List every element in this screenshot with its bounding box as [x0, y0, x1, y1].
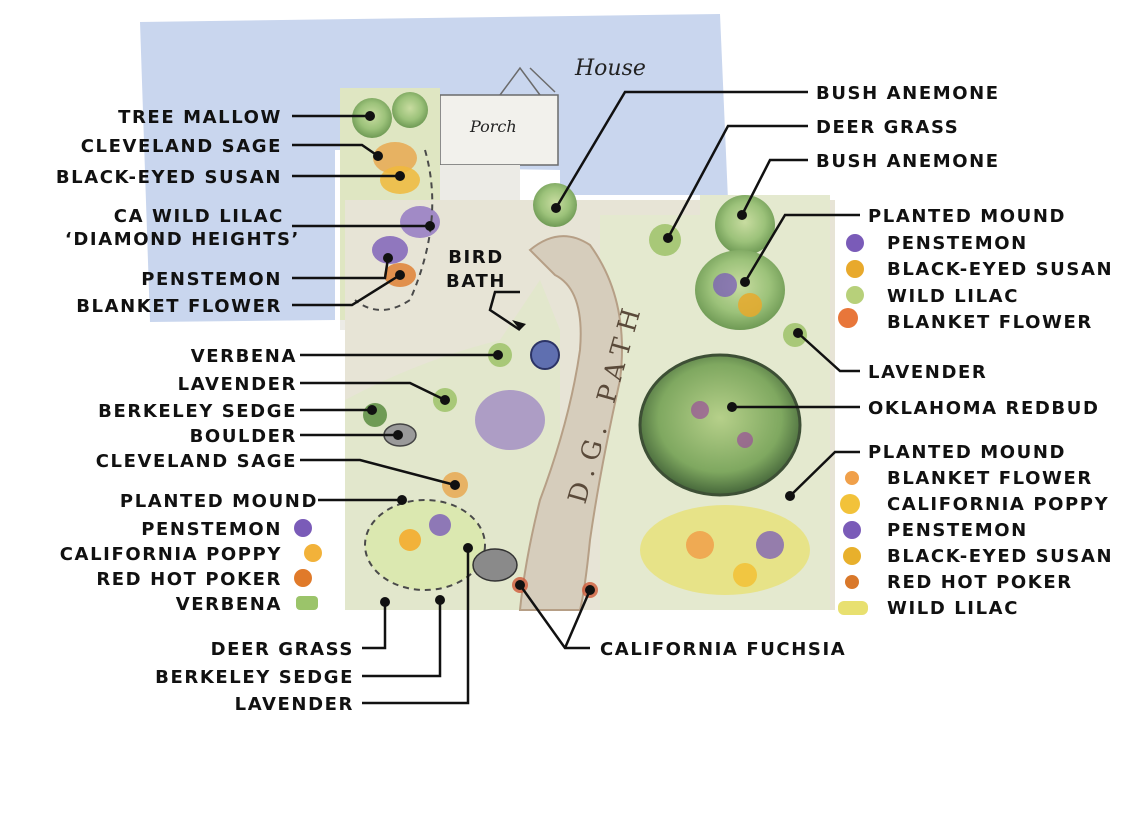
label-cleveland-sage-left: CLEVELAND SAGE: [96, 451, 297, 472]
legend-right-top-item: BLANKET FLOWER: [887, 312, 1093, 333]
leader-lines: [292, 90, 860, 705]
label-deer-grass-bottom: DEER GRASS: [211, 639, 354, 660]
label-lavender-left: LAVENDER: [178, 374, 297, 395]
legend-left-item: PENSTEMON: [141, 519, 282, 540]
wild-lilac-swatch-icon: [846, 286, 864, 304]
bird-bath-arrow: [512, 320, 526, 330]
label-verbena: VERBENA: [191, 346, 297, 367]
mound-penstemon: [713, 273, 737, 297]
blanket-flower-swatch-icon: [845, 471, 859, 485]
label-california-fuchsia: CALIFORNIA FUCHSIA: [600, 639, 846, 660]
planted-mound-left: [364, 499, 486, 591]
wild-lilac-swatch-icon: [838, 601, 868, 615]
label-black-eyed-susan-top: BLACK-EYED SUSAN: [56, 167, 282, 188]
label-boulder: BOULDER: [190, 426, 297, 447]
penstemon-swatch-icon: [846, 234, 864, 252]
porch-roof: [499, 66, 556, 96]
legend-left-item: VERBENA: [176, 594, 282, 615]
legend-right-top-item: WILD LILAC: [887, 286, 1019, 307]
black-eyed-susan-swatch-icon: [846, 260, 864, 278]
legend-right-top-item: BLACK-EYED SUSAN: [887, 259, 1113, 280]
oklahoma-redbud-tree: [638, 353, 802, 497]
house-background: [140, 14, 728, 322]
label-lavender-right: LAVENDER: [868, 362, 987, 383]
legend-right-bottom-item: CALIFORNIA POPPY: [887, 494, 1109, 515]
house-label: House: [574, 56, 646, 81]
label-bush-anemone-1: BUSH ANEMONE: [816, 83, 1000, 104]
mound-poppy: [733, 563, 757, 587]
mound-blanket-flower: [686, 531, 714, 559]
legend-right-bottom-item: WILD LILAC: [887, 598, 1019, 619]
penstemon-plant: [372, 236, 408, 264]
label-planted-mound-right-bottom: PLANTED MOUND: [868, 442, 1066, 463]
label-bird-bath-2: BATH: [446, 271, 506, 292]
bush-anemone-plant-2: [715, 195, 775, 255]
legend-right-bottom-item: PENSTEMON: [887, 520, 1028, 541]
tree-mallow-plant-2: [392, 92, 428, 128]
penstemon-swatch-icon: [294, 519, 312, 537]
label-deer-grass-right: DEER GRASS: [816, 117, 959, 138]
blanket-flower-swatch-icon: [838, 308, 858, 328]
mound-susan: [738, 293, 762, 317]
mound-penstemon-2: [756, 531, 784, 559]
penstemon-swatch-icon: [843, 521, 861, 539]
boulder-rock-2: [472, 548, 518, 582]
leader-dots: [365, 111, 803, 607]
label-diamond-heights: ‘DIAMOND HEIGHTS’: [65, 229, 300, 250]
legend-right-bottom-item: BLANKET FLOWER: [887, 468, 1093, 489]
label-planted-mound-right-top: PLANTED MOUND: [868, 206, 1066, 227]
legend-left-item: RED HOT POKER: [96, 569, 282, 590]
redbud-blossom-2: [737, 432, 753, 448]
label-ca-wild-lilac: CA WILD LILAC: [114, 206, 284, 227]
label-bird-bath-1: BIRD: [448, 247, 504, 268]
red-hot-poker-swatch-icon: [845, 575, 859, 589]
label-planted-mound-left: PLANTED MOUND: [120, 491, 318, 512]
red-hot-poker-swatch-icon: [294, 569, 312, 587]
legend-right-bottom: BLANKET FLOWER CALIFORNIA POPPY PENSTEMO…: [838, 468, 1113, 619]
label-oklahoma-redbud: OKLAHOMA REDBUD: [868, 398, 1100, 419]
left-shrub-cluster: [475, 390, 545, 450]
legend-right-bottom-item: RED HOT POKER: [887, 572, 1073, 593]
label-tree-mallow: TREE MALLOW: [118, 107, 282, 128]
label-berkeley-sedge-left: BERKELEY SEDGE: [98, 401, 297, 422]
bird-bath: [530, 340, 560, 370]
label-penstemon-top: PENSTEMON: [141, 269, 282, 290]
front-bed-border: [354, 149, 434, 311]
legend-right-top: PENSTEMON BLACK-EYED SUSAN WILD LILAC BL…: [838, 233, 1113, 333]
porch-label: Porch: [469, 117, 517, 136]
legend-right-top-item: PENSTEMON: [887, 233, 1028, 254]
poppy-swatch-icon: [840, 494, 860, 514]
ca-wild-lilac-plant: [400, 206, 440, 238]
planted-mound-bottom: [640, 505, 810, 595]
planted-mound-top: [695, 250, 785, 330]
black-eyed-susan-swatch-icon: [843, 547, 861, 565]
mound-poppy-left: [399, 529, 421, 551]
label-lavender-bottom: LAVENDER: [235, 694, 354, 715]
redbud-blossom: [691, 401, 709, 419]
label-blanket-flower-top: BLANKET FLOWER: [76, 296, 282, 317]
verbena-swatch-icon: [296, 596, 318, 610]
cleveland-sage-plant: [373, 142, 417, 174]
legend-left: PENSTEMON CALIFORNIA POPPY RED HOT POKER…: [60, 519, 322, 615]
legend-right-bottom-item: BLACK-EYED SUSAN: [887, 546, 1113, 567]
mound-penstemon-left: [429, 514, 451, 536]
poppy-swatch-icon: [304, 544, 322, 562]
label-cleveland-sage-top: CLEVELAND SAGE: [81, 136, 282, 157]
legend-left-item: CALIFORNIA POPPY: [60, 544, 282, 565]
label-bush-anemone-2: BUSH ANEMONE: [816, 151, 1000, 172]
label-berkeley-sedge-bottom: BERKELEY SEDGE: [155, 667, 354, 688]
